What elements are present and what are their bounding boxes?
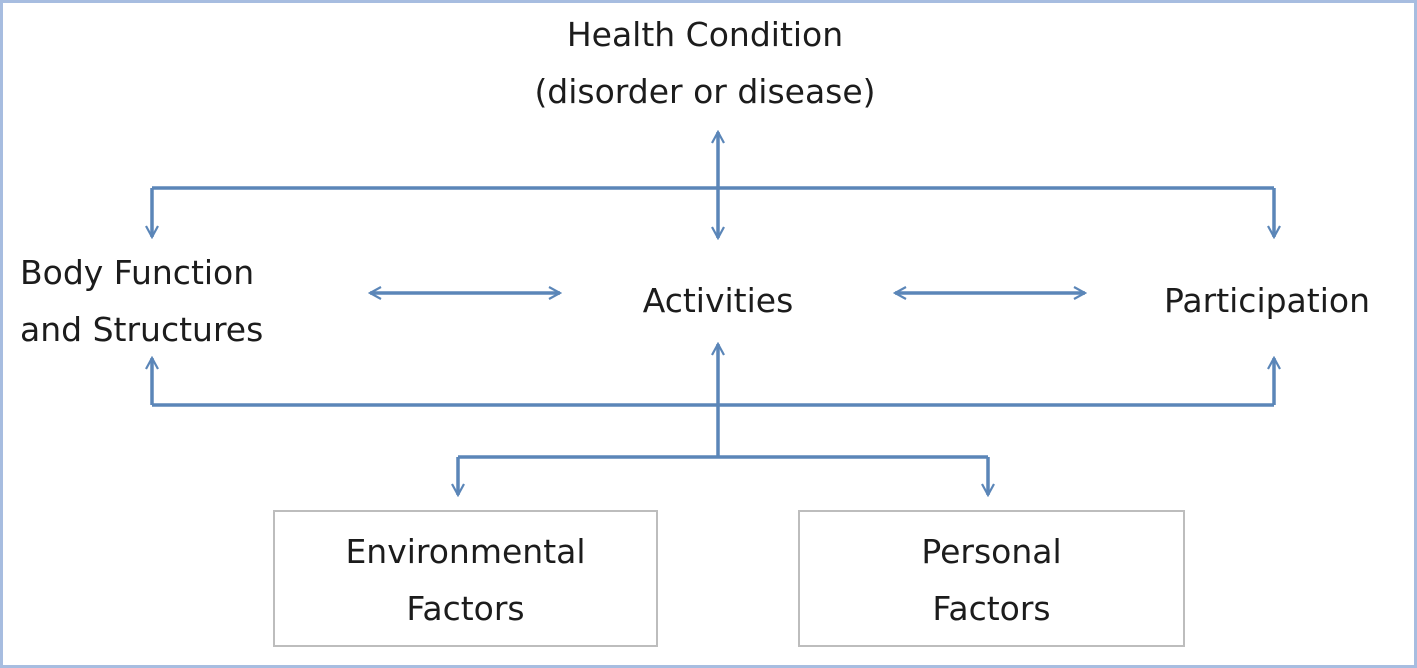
participation-label: Participation (1163, 281, 1370, 320)
environmental-factors-text: Environmental Factors (275, 523, 656, 637)
body-function-line2: and Structures (20, 310, 264, 349)
environmental-line2: Factors (406, 589, 525, 628)
activities-label: Activities (642, 281, 794, 320)
health-condition-label: Health Condition (disorder or disease) (405, 6, 1005, 120)
health-condition-subtitle: (disorder or disease) (534, 72, 876, 111)
personal-line1: Personal (921, 532, 1062, 571)
environmental-factors-box: Environmental Factors (273, 510, 658, 647)
body-function-label: Body Function and Structures (20, 244, 263, 358)
personal-factors-text: Personal Factors (800, 523, 1183, 637)
health-condition-title: Health Condition (566, 15, 844, 54)
environmental-line1: Environmental (345, 532, 586, 571)
personal-line2: Factors (932, 589, 1051, 628)
body-function-line1: Body Function (20, 253, 255, 292)
personal-factors-box: Personal Factors (798, 510, 1185, 647)
